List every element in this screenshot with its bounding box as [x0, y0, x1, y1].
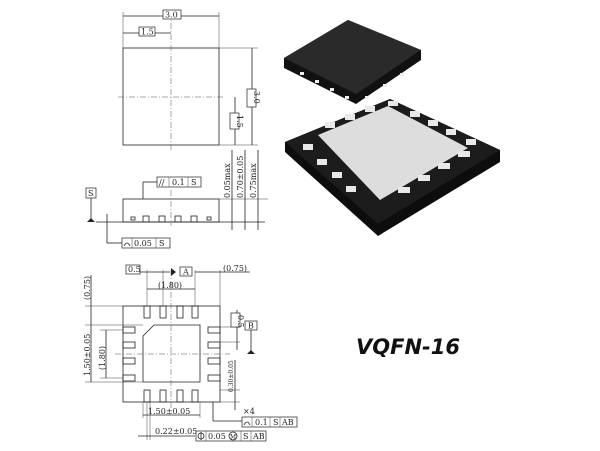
position-datum2: AB — [252, 432, 265, 441]
parallelism-symbol: // — [159, 178, 165, 187]
position-value: 0.05 — [208, 432, 226, 441]
position-frame — [195, 430, 267, 442]
pitch-right-label: 0.5 — [236, 315, 245, 328]
pad-width-label: 1.50±0.05 — [148, 407, 190, 416]
flatness-datum: S — [159, 239, 164, 248]
chip-render-bottom — [285, 99, 500, 236]
flatness-value: 0.05 — [134, 239, 152, 248]
pitch-top-label: 0.5 — [128, 265, 141, 274]
profile-count: ×4 — [243, 407, 255, 416]
top-view: 3.0 1.5 3.0 1.5 — [118, 9, 261, 150]
half-height-label: 1.5 — [235, 115, 244, 128]
pin-pads-render — [303, 101, 476, 193]
parallelism-datum: S — [191, 178, 196, 187]
pin-width-label: 0.22±0.05 — [155, 427, 197, 436]
profile-frame — [241, 416, 298, 428]
total-height-label: 0.75max — [249, 163, 258, 198]
width-label: 3.0 — [165, 11, 178, 20]
exposed-pad-render — [318, 106, 468, 200]
body-height-label: 0.70±0.05 — [236, 156, 245, 198]
side-view: S // 0.1 S 0.05 S 0.05max 0.70±0.05 0.75… — [85, 150, 268, 249]
height-label: 3.0 — [252, 91, 261, 104]
bottom-view: 0.5 A (0.75) (1.80) (0.75) 1.50±0.05 (1.… — [83, 264, 298, 442]
datum-a-label: A — [182, 268, 189, 277]
profile-datum2: AB — [281, 418, 294, 427]
pin-length-label: 0.30±0.05 — [228, 360, 235, 392]
profile-datum1: S — [273, 418, 278, 427]
position-modifier: M — [230, 434, 236, 441]
position-datum1: S — [243, 432, 248, 441]
pin-span-left-label: (1.80) — [98, 346, 107, 370]
edge-right-label: (0.75) — [223, 264, 247, 273]
chip-render-top — [284, 20, 421, 104]
flatness-frame — [121, 237, 171, 249]
package-title: VQFN-16 — [356, 335, 460, 359]
datum-b-label: B — [248, 322, 254, 331]
datum-a-box — [179, 266, 193, 277]
profile-value: 0.1 — [255, 418, 268, 427]
datum-s-label: S — [88, 189, 93, 198]
half-width-label: 1.5 — [141, 28, 154, 37]
standoff-label: 0.05max — [223, 163, 232, 198]
parallelism-frame — [156, 176, 202, 188]
exposed-pad — [142, 324, 201, 383]
pad-height-label: 1.50±0.05 — [83, 334, 92, 376]
edge-left-label: (0.75) — [83, 276, 92, 300]
parallelism-value: 0.1 — [172, 178, 185, 187]
pin-span-top-label: (1.80) — [158, 281, 182, 290]
